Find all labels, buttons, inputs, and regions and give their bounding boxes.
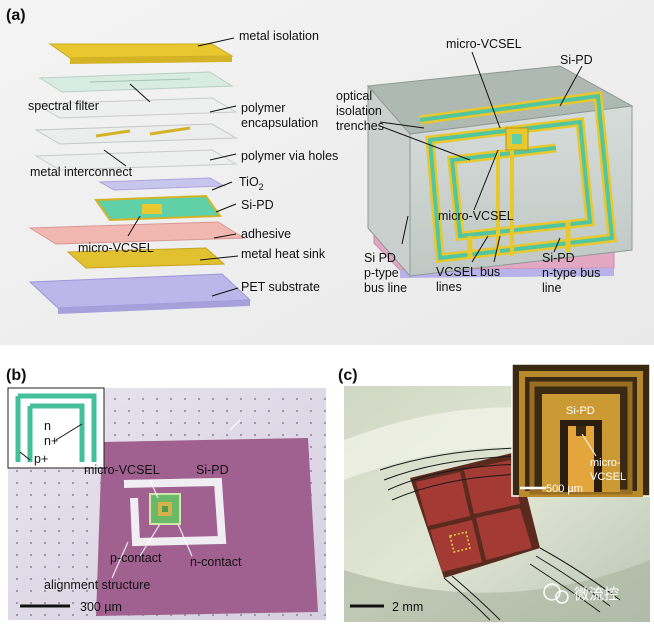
inset-spiral (15, 393, 97, 462)
layer-adhesive (28, 221, 246, 245)
label-spectral-filter: spectral filter (28, 99, 99, 113)
label-alignment-structure: alignment structure (44, 578, 150, 592)
label-metal-interconnect: metal interconnect (30, 165, 133, 179)
inset-label-vcsel: VCSEL (590, 471, 626, 483)
panel-c-label: (c) (338, 367, 358, 384)
label-si-pd-n1: Si-PD (542, 251, 575, 265)
panel-a-label: (a) (6, 7, 26, 24)
layer-stack (28, 43, 252, 314)
label-p-contact: p-contact (110, 551, 162, 565)
label-polymer-via-holes: polymer via holes (241, 149, 338, 163)
label-micro-vcsel-b: micro-VCSEL (84, 463, 160, 477)
panel-c-inset: Si-PD micro- VCSEL 500 µm (511, 363, 651, 497)
label-si-pd-n3: line (542, 281, 562, 295)
label-trenches: trenches (336, 119, 384, 133)
label-si-pd-top: Si-PD (560, 53, 593, 67)
label-si-pd-p3: bus line (364, 281, 407, 295)
label-si-pd-p1: Si PD (364, 251, 396, 265)
panel-b-label: (b) (6, 367, 26, 384)
panel-b: (b) n n+ p+ micro-VCSEL Si-P (6, 367, 326, 620)
label-si-pd-n2: n-type bus (542, 266, 600, 280)
label-n-contact: n-contact (190, 555, 242, 569)
label-metal-heat-sink: metal heat sink (241, 247, 326, 261)
label-si-pd-b: Si-PD (196, 463, 229, 477)
scale-label-b: 300 µm (80, 600, 122, 614)
leader-lines-right (379, 51, 583, 263)
label-micro-vcsel-top: micro-VCSEL (446, 37, 522, 51)
interconnect-wires (379, 447, 621, 621)
label-si-pd-p2: p-type (364, 266, 399, 280)
device-3d (366, 65, 634, 278)
label-metal-isolation: metal isolation (239, 29, 319, 43)
label-encapsulation: encapsulation (241, 116, 318, 130)
inset-label-si-pd: Si-PD (566, 405, 595, 417)
label-adhesive: adhesive (241, 227, 291, 241)
watermark-text: 微流控 (574, 586, 619, 603)
inset-scale-label: 500 µm (546, 483, 583, 495)
panel-b-inset: n n+ p+ (7, 387, 105, 469)
label-micro-vcsel-mid: micro-VCSEL (438, 209, 514, 223)
label-micro-vcsel: micro-VCSEL (78, 241, 154, 255)
label-polymer: polymer (241, 101, 285, 115)
layer-polymer-encapsulation (34, 97, 238, 119)
leader-lines-b (111, 419, 241, 579)
inset-label-nplus: n+ (44, 434, 58, 448)
label-isolation: isolation (336, 104, 382, 118)
leader-lines-left (103, 37, 239, 297)
layer-spectral-filter (38, 71, 234, 93)
inset-label-micro: micro- (590, 457, 621, 469)
layer-metal-heat-sink (66, 247, 226, 269)
label-si-pd: Si-PD (241, 198, 274, 212)
label-vcsel-bus-2: lines (436, 280, 462, 294)
layer-tio2 (98, 177, 226, 191)
label-tio2: TiO2 (239, 175, 264, 192)
watermark: 微流控 (543, 583, 619, 604)
panel-c: (c) (338, 363, 651, 622)
panel-a: (a) (0, 0, 654, 345)
scale-label-c: 2 mm (392, 600, 423, 614)
inset-label-pplus: p+ (34, 452, 48, 466)
inset-label-n: n (44, 419, 51, 433)
label-vcsel-bus-1: VCSEL bus (436, 265, 500, 279)
label-pet-substrate: PET substrate (241, 280, 320, 294)
layer-polymer-via-holes (34, 149, 238, 171)
isolation-trench-b (123, 477, 227, 547)
label-optical: optical (336, 89, 372, 103)
layer-metal-isolation (48, 43, 234, 59)
